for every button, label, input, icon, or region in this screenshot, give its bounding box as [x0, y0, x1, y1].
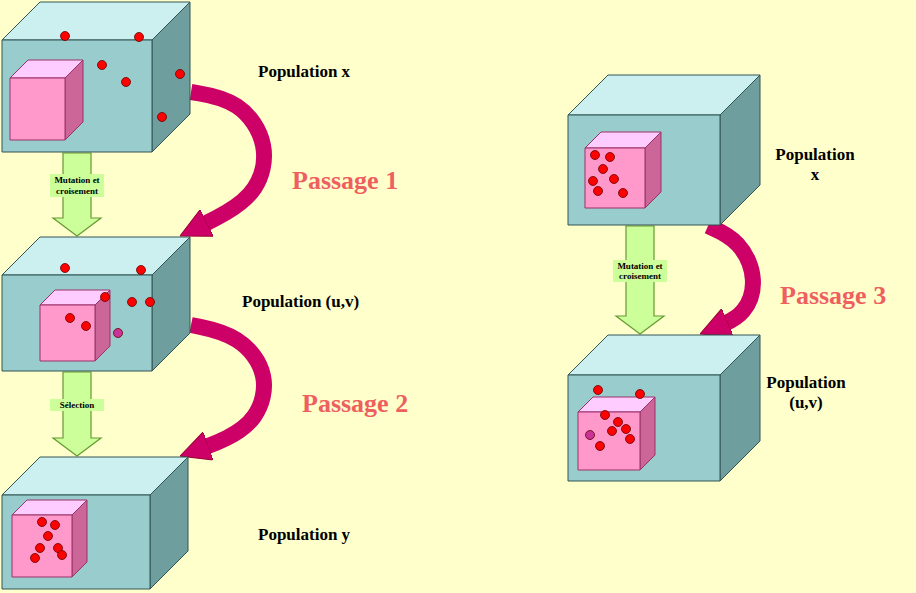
individual-dot	[51, 521, 60, 530]
population-label: Population x	[258, 62, 350, 82]
individual-dot	[636, 390, 645, 399]
passage-arrow	[191, 92, 264, 226]
population-label-box: Population x	[771, 145, 859, 186]
edge-label-box: Mutation et croisement	[50, 174, 104, 197]
step-arrow	[53, 372, 101, 456]
inner-cube-face	[12, 500, 87, 515]
population-label: Population x	[771, 145, 859, 186]
individual-dot	[596, 442, 605, 451]
individual-dot	[31, 554, 40, 563]
cube-face	[2, 2, 190, 40]
individual-dot	[82, 322, 91, 331]
edge-label-box: Mutation et croisement	[613, 260, 667, 283]
passage-label: Passage 1	[290, 166, 400, 196]
individual-dot	[114, 329, 123, 338]
individual-dot	[66, 314, 75, 323]
inner-cube-face	[40, 305, 95, 361]
individual-dot	[601, 411, 610, 420]
individual-dot	[58, 551, 67, 560]
cube-outline	[568, 335, 760, 481]
cube-outline	[568, 75, 760, 225]
cube-face	[2, 495, 150, 589]
individual-dot	[38, 518, 47, 527]
individual-dot	[101, 293, 110, 302]
cube-face	[568, 115, 720, 225]
individual-dot	[122, 78, 131, 87]
individual-dot	[137, 266, 146, 275]
cube-face	[2, 237, 190, 275]
individual-dot	[61, 32, 70, 41]
individual-dot	[614, 418, 623, 427]
individual-dot	[61, 264, 70, 273]
individual-dot	[619, 189, 628, 198]
population-label: Population y	[258, 525, 350, 545]
cube-face	[568, 335, 760, 375]
cube-face	[568, 75, 760, 115]
population-label-box: Population (u,v)	[242, 292, 359, 312]
passage-arrow	[191, 325, 264, 449]
step-label: Mutation et croisement	[613, 260, 667, 283]
population-cube: Population (u,v)	[2, 237, 190, 371]
step-label: Sélection	[50, 399, 104, 411]
edge-label-box: Passage 1	[290, 166, 400, 196]
cube-outline	[2, 237, 190, 371]
individual-dot	[158, 113, 167, 122]
individual-dot	[606, 153, 615, 162]
population-label: Population (u,v)	[242, 292, 359, 312]
edge-label-box: Sélection	[50, 399, 104, 411]
population-label-box: Population x	[258, 62, 350, 82]
individual-dot	[146, 298, 155, 307]
individual-dot	[98, 61, 107, 70]
cube-face	[2, 275, 152, 371]
individual-dot	[594, 187, 603, 196]
passage-label: Passage 2	[300, 389, 410, 419]
individual-dot	[626, 435, 635, 444]
individual-dot	[622, 425, 631, 434]
individual-dot	[608, 427, 617, 436]
individual-dot	[589, 177, 598, 186]
edge-label-box: Passage 3	[778, 281, 888, 311]
individual-dot	[176, 70, 185, 79]
inner-cube-face	[578, 412, 640, 470]
cube-outline	[2, 2, 190, 152]
edge-label-box: Passage 2	[300, 389, 410, 419]
individual-dot	[610, 175, 619, 184]
individual-dot	[128, 298, 137, 307]
cube-face	[568, 375, 720, 481]
step-label: Mutation et croisement	[50, 174, 104, 197]
individual-dot	[599, 165, 608, 174]
individual-dot	[36, 544, 45, 553]
population-cube: Population (u,v)	[568, 335, 760, 481]
inner-cube-face	[40, 290, 110, 305]
cube-outline	[2, 457, 188, 589]
population-cube: Population x	[2, 2, 190, 152]
passage-label: Passage 3	[778, 281, 888, 311]
population-label: Population (u,v)	[762, 373, 850, 414]
population-label-box: Population (u,v)	[762, 373, 850, 414]
population-cube: Population y	[2, 457, 188, 589]
inner-cube-face	[10, 60, 83, 78]
individual-dot	[591, 151, 600, 160]
inner-cube-face	[585, 132, 661, 148]
passage-arrow	[708, 226, 753, 325]
inner-cube-face	[10, 78, 65, 140]
individual-dot	[44, 532, 53, 541]
inner-cube-face	[585, 148, 645, 208]
individual-dot	[594, 386, 603, 395]
individual-dot	[586, 431, 595, 440]
cube-face	[2, 457, 188, 495]
individual-dot	[135, 33, 144, 42]
inner-cube-face	[578, 397, 655, 412]
cube-face	[2, 40, 152, 152]
population-cube: Population x	[568, 75, 760, 225]
inner-cube-face	[12, 515, 72, 577]
population-label-box: Population y	[258, 525, 350, 545]
